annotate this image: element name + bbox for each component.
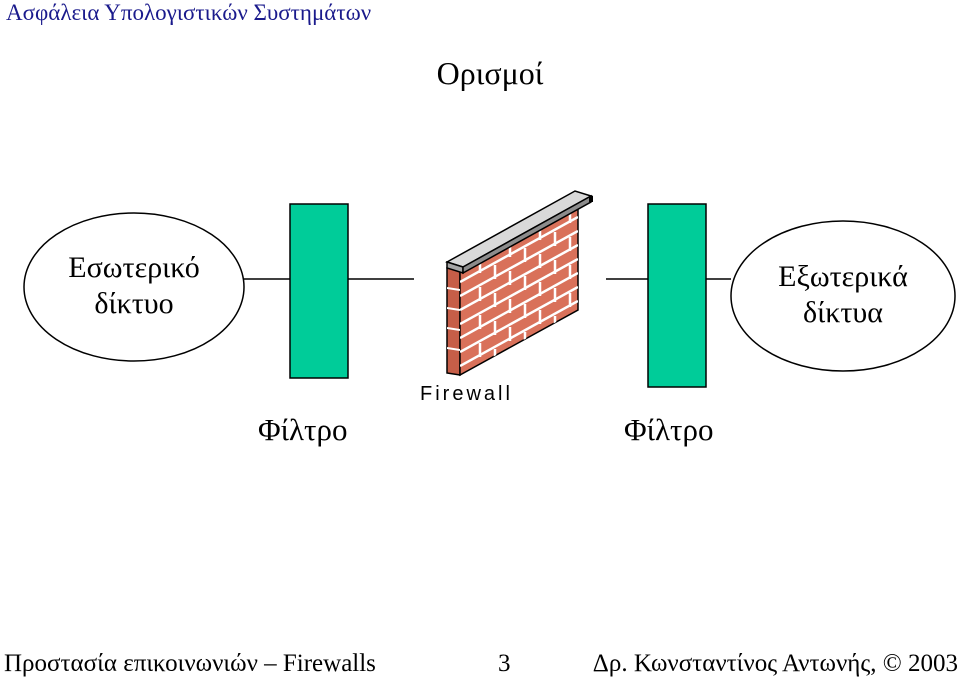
brick-wall-icon: [445, 190, 593, 377]
footer-left: Προστασία επικοινωνιών – Firewalls: [4, 650, 376, 677]
filter-right: [647, 203, 707, 388]
filter-left: [289, 203, 349, 379]
page-number: 3: [498, 650, 511, 677]
external-networks-line2: δίκτυα: [803, 296, 883, 329]
filter-left-label: Φίλτρο: [258, 412, 348, 447]
course-title: Ασφάλεια Υπολογιστικών Συστημάτων: [6, 0, 372, 25]
external-networks-line1: Εξωτερικά: [778, 260, 908, 293]
slide-title: Ορισμοί: [436, 55, 544, 91]
internal-network-line1: Εσωτερικό: [68, 251, 200, 284]
firewall-label: Firewall: [420, 383, 513, 405]
footer-right: Δρ. Κωνσταντίνος Αντωνής, © 2003: [592, 650, 958, 677]
external-networks-label: Εξωτερικά δίκτυα: [763, 259, 923, 331]
internal-network-line2: δίκτυο: [94, 287, 174, 320]
internal-network-label: Εσωτερικό δίκτυο: [54, 250, 214, 322]
external-networks-ellipse: [730, 220, 956, 372]
filter-right-label: Φίλτρο: [624, 412, 714, 447]
internal-network-ellipse: [23, 212, 245, 362]
